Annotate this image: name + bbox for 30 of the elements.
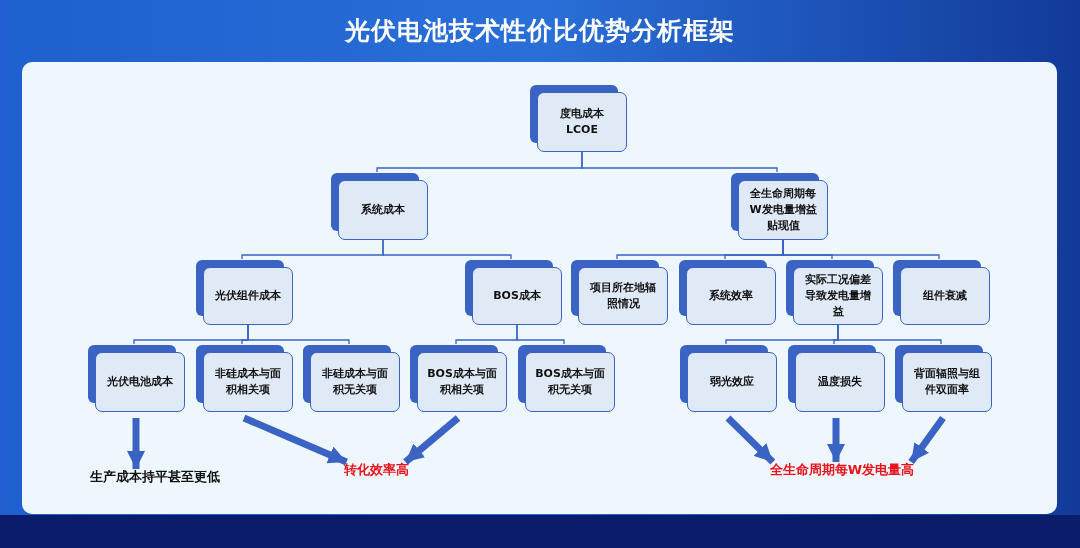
node-label: 度电成本 LCOE <box>559 106 605 138</box>
node-label: 实际工况偏差导致发电量增益 <box>804 272 872 320</box>
node-label: 项目所在地辐照情况 <box>589 280 657 312</box>
node-label: 光伏组件成本 <box>215 288 281 304</box>
node-label: BOS成本与面积相关项 <box>426 366 498 398</box>
node-label: 系统效率 <box>709 288 753 304</box>
conclusion-text: 转化效率高 <box>343 462 409 478</box>
connector-line <box>382 239 512 260</box>
node-label: 温度损失 <box>818 374 862 390</box>
node-label: 背面辐照与组件双面率 <box>913 366 981 398</box>
connector-line <box>837 324 942 345</box>
node-label: 组件衰减 <box>923 288 967 304</box>
block-arrow <box>908 415 946 465</box>
connector-line <box>516 324 565 345</box>
block-arrow <box>242 414 348 466</box>
connector-line <box>247 324 350 345</box>
node-label: BOS成本与面积无关项 <box>534 366 606 398</box>
conclusion-text: 生产成本持平甚至更低 <box>90 469 220 485</box>
node-label: 非硅成本与面积无关项 <box>321 366 389 398</box>
node-label: 全生命周期每W发电量增益贴现值 <box>748 186 818 234</box>
conclusion-text: 全生命周期每W发电量高 <box>769 462 915 478</box>
node-label: 弱光效应 <box>710 374 754 390</box>
node-label: 非硅成本与面积相关项 <box>214 366 282 398</box>
connector-line <box>581 151 778 173</box>
block-arrow <box>403 415 461 465</box>
node-label: 系统成本 <box>361 202 405 218</box>
title: 光伏电池技术性价比优势分析框架 <box>343 15 736 47</box>
node-label: BOS成本 <box>493 288 541 304</box>
node-label: 光伏电池成本 <box>107 374 173 390</box>
block-arrow <box>725 415 776 465</box>
